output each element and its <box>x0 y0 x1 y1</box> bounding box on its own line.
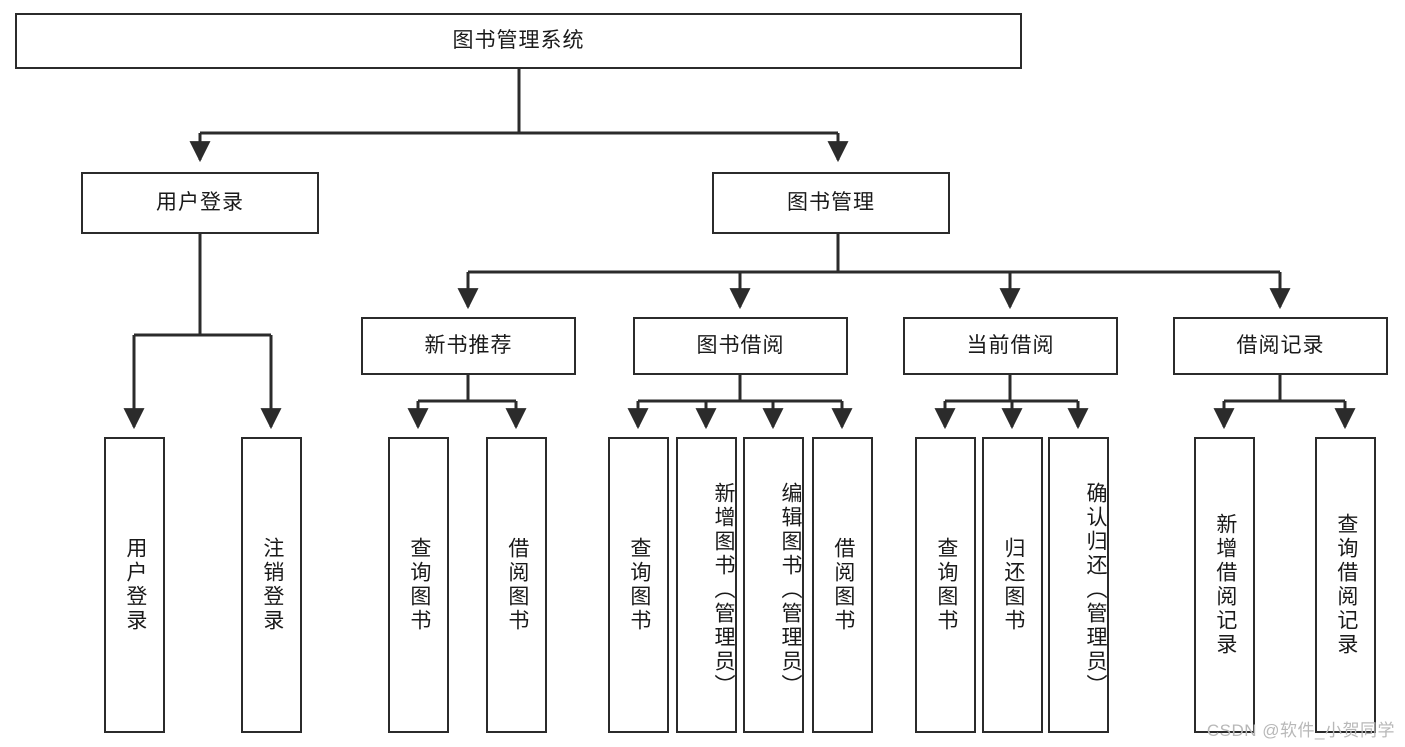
node-library-management-system[interactable]: 图书管理系统 <box>15 13 1022 69</box>
node-label: 用户登录 <box>123 537 147 633</box>
node-book-management[interactable]: 图书管理 <box>712 172 950 234</box>
leaf-query-borrow-record[interactable]: 查询借阅记录 <box>1315 437 1376 733</box>
node-label: 借阅图书 <box>505 537 529 633</box>
node-label: 查询图书 <box>934 537 958 633</box>
node-user-login[interactable]: 用户登录 <box>81 172 319 234</box>
node-label: 新增图书（管理员） <box>712 482 735 698</box>
node-label: 借阅记录 <box>1236 333 1325 357</box>
node-label: 图书借阅 <box>696 333 785 357</box>
node-book-borrowing[interactable]: 图书借阅 <box>633 317 848 375</box>
node-new-book-recommendation[interactable]: 新书推荐 <box>361 317 576 375</box>
leaf-borrow-books-borrowing[interactable]: 借阅图书 <box>812 437 873 733</box>
node-label: 查询借阅记录 <box>1334 513 1358 657</box>
leaf-return-books[interactable]: 归还图书 <box>982 437 1043 733</box>
node-label: 确认归还（管理员） <box>1084 482 1107 698</box>
node-borrowing-records[interactable]: 借阅记录 <box>1173 317 1388 375</box>
node-label: 归还图书 <box>1001 537 1025 633</box>
watermark: CSDN @软件_小贺同学 <box>1206 721 1395 740</box>
node-label: 图书管理系统 <box>452 28 585 52</box>
leaf-user-login[interactable]: 用户登录 <box>104 437 165 733</box>
leaf-confirm-return-admin[interactable]: 确认归还（管理员） <box>1048 437 1109 733</box>
node-label: 编辑图书（管理员） <box>779 482 802 698</box>
leaf-logout[interactable]: 注销登录 <box>241 437 302 733</box>
node-label: 当前借阅 <box>966 333 1055 357</box>
node-label: 借阅图书 <box>831 537 855 633</box>
leaf-query-books-current[interactable]: 查询图书 <box>915 437 976 733</box>
leaf-borrow-books-recommendation[interactable]: 借阅图书 <box>486 437 547 733</box>
node-label: 新增借阅记录 <box>1213 513 1237 657</box>
node-label: 新书推荐 <box>424 333 513 357</box>
leaf-add-borrow-record[interactable]: 新增借阅记录 <box>1194 437 1255 733</box>
leaf-add-book-admin[interactable]: 新增图书（管理员） <box>676 437 737 733</box>
node-label: 查询图书 <box>627 537 651 633</box>
node-label: 注销登录 <box>260 537 284 633</box>
node-label: 用户登录 <box>156 190 244 214</box>
leaf-edit-book-admin[interactable]: 编辑图书（管理员） <box>743 437 804 733</box>
leaf-query-books-borrowing[interactable]: 查询图书 <box>608 437 669 733</box>
node-label: 图书管理 <box>787 190 875 214</box>
node-label: 查询图书 <box>407 537 431 633</box>
leaf-query-books-recommendation[interactable]: 查询图书 <box>388 437 449 733</box>
node-current-borrowing[interactable]: 当前借阅 <box>903 317 1118 375</box>
